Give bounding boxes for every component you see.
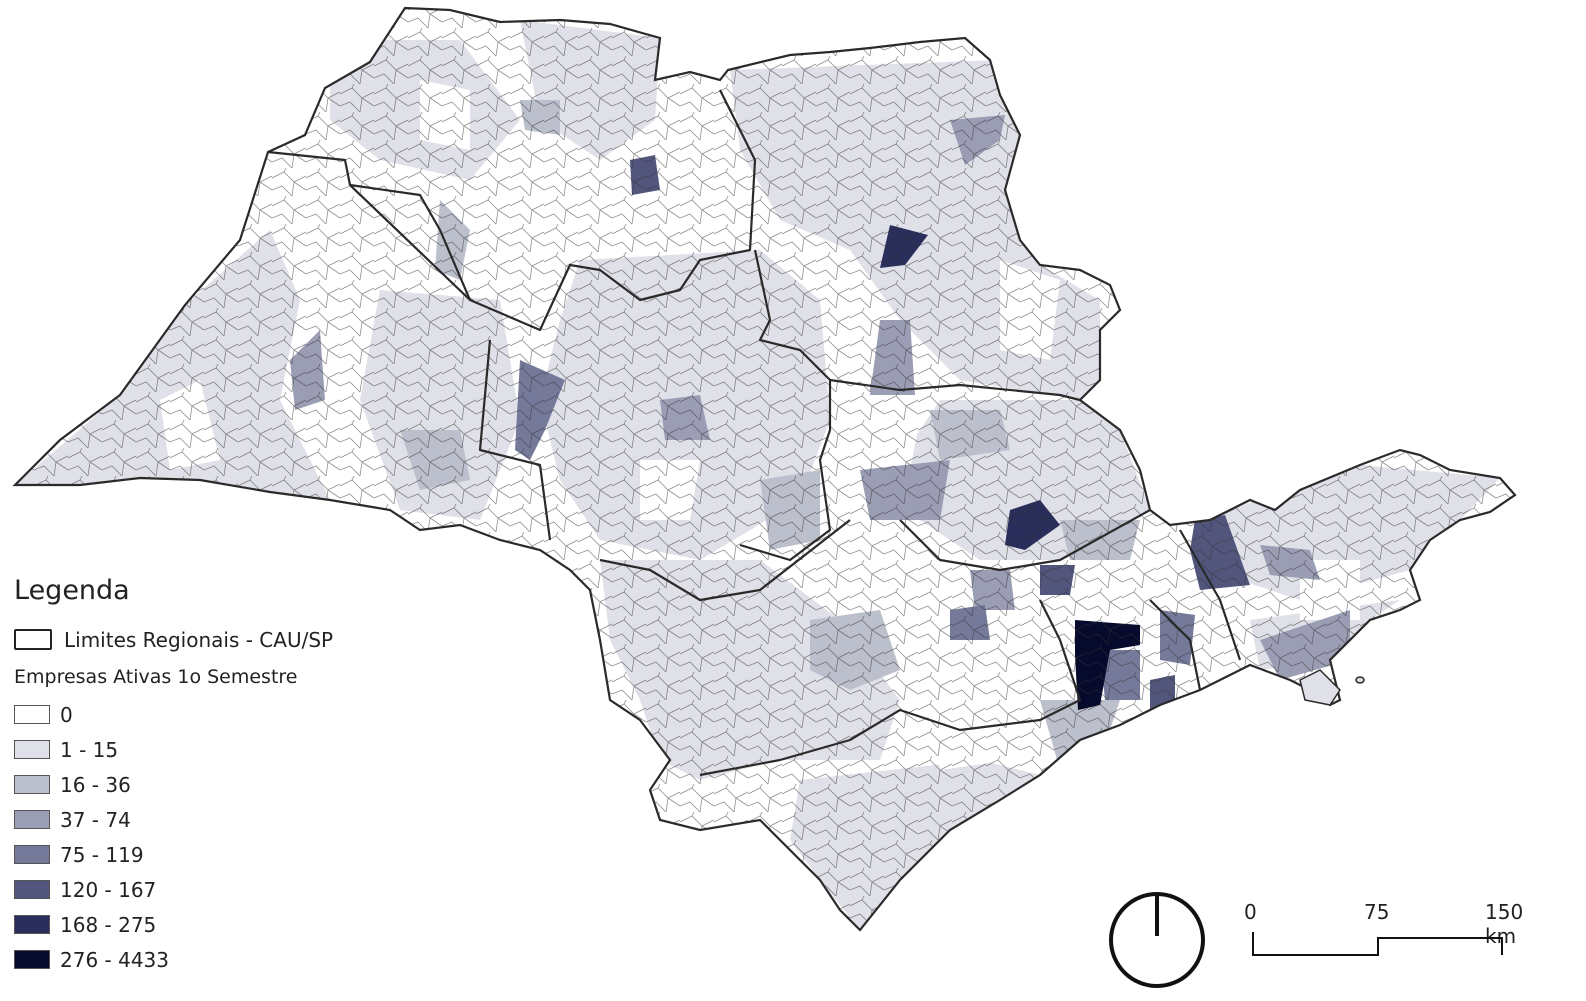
legend-class-label: 1 - 15 bbox=[60, 737, 119, 762]
legend-class-row: 168 - 275 bbox=[14, 907, 394, 942]
legend-classes: 0 1 - 15 16 - 36 37 - 74 75 - 119 120 - 167 16… bbox=[14, 697, 394, 977]
north-arrow-icon bbox=[1108, 890, 1208, 994]
legend-class-row: 120 - 167 bbox=[14, 872, 394, 907]
scale-label-0: 0 bbox=[1244, 900, 1257, 924]
legend-layer-title: Empresas Ativas 1o Semestre bbox=[14, 666, 298, 688]
legend-swatch bbox=[14, 950, 50, 969]
map-legend: Legenda Limites Regionais - CAU/SP Empre… bbox=[14, 575, 394, 977]
legend-class-row: 16 - 36 bbox=[14, 767, 394, 802]
legend-class-label: 168 - 275 bbox=[60, 912, 157, 937]
legend-swatch bbox=[14, 705, 50, 724]
boundary-swatch bbox=[14, 629, 52, 650]
legend-title: Legenda bbox=[14, 575, 130, 606]
legend-swatch bbox=[14, 880, 50, 899]
legend-class-row: 0 bbox=[14, 697, 394, 732]
legend-class-label: 75 - 119 bbox=[60, 842, 144, 867]
legend-class-label: 120 - 167 bbox=[60, 877, 157, 902]
scale-bar-line bbox=[1252, 932, 1503, 956]
legend-swatch bbox=[14, 740, 50, 759]
legend-class-label: 276 - 4433 bbox=[60, 947, 170, 972]
legend-swatch bbox=[14, 775, 50, 794]
scale-label-75: 75 bbox=[1364, 900, 1390, 924]
legend-class-label: 16 - 36 bbox=[60, 772, 131, 797]
legend-class-label: 37 - 74 bbox=[60, 807, 131, 832]
legend-class-row: 75 - 119 bbox=[14, 837, 394, 872]
legend-swatch bbox=[14, 915, 50, 934]
legend-class-row: 37 - 74 bbox=[14, 802, 394, 837]
legend-swatch bbox=[14, 845, 50, 864]
scale-label-150: 150 km bbox=[1485, 900, 1524, 948]
legend-class-label: 0 bbox=[60, 702, 73, 727]
legend-class-row: 276 - 4433 bbox=[14, 942, 394, 977]
legend-class-row: 1 - 15 bbox=[14, 732, 394, 767]
scale-bar: 0 75 150 km bbox=[1240, 900, 1560, 970]
legend-boundary-row: Limites Regionais - CAU/SP bbox=[14, 622, 394, 657]
boundary-label: Limites Regionais - CAU/SP bbox=[64, 627, 334, 652]
legend-swatch bbox=[14, 810, 50, 829]
